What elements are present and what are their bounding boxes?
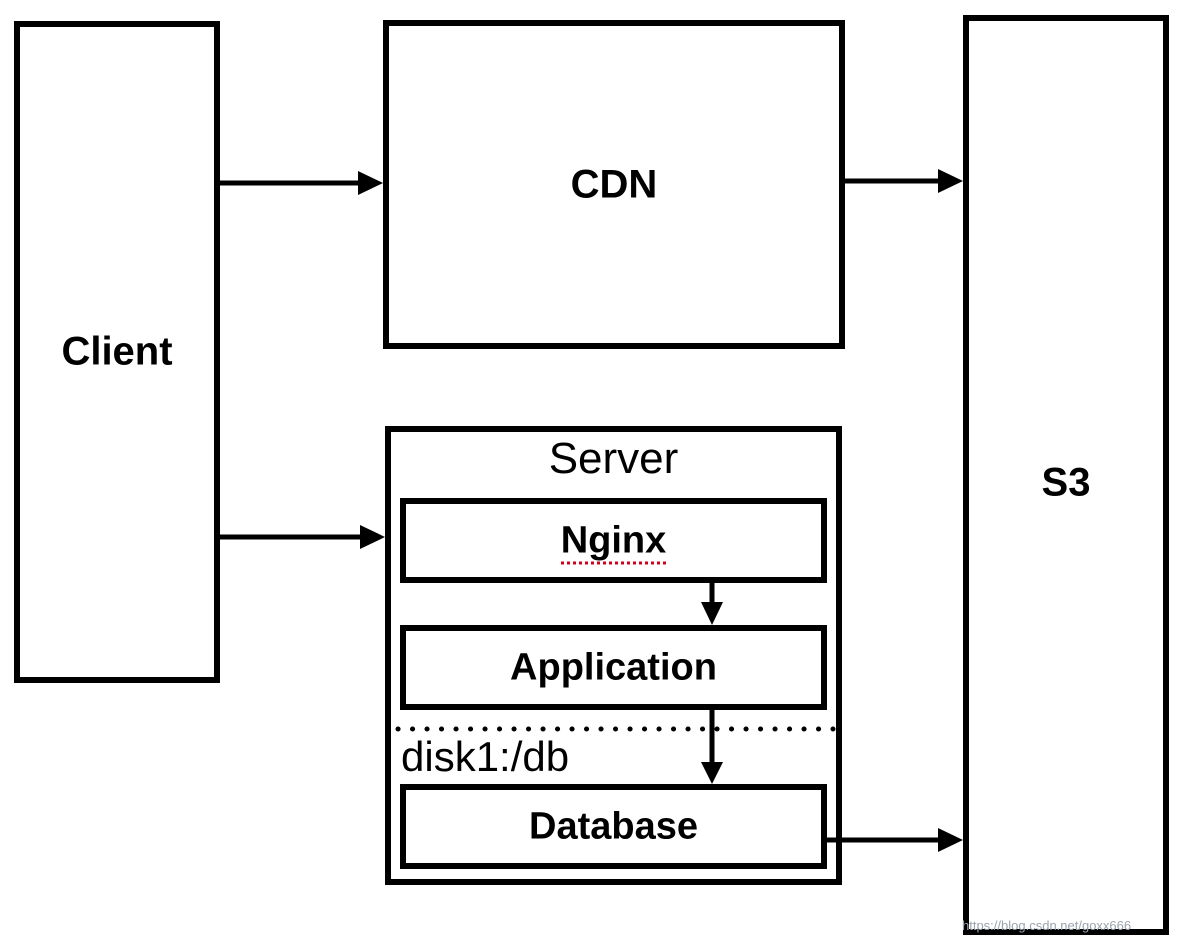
cdn-box: CDN bbox=[383, 20, 845, 349]
client-label: Client bbox=[61, 329, 173, 374]
s3-label: S3 bbox=[1041, 460, 1091, 505]
arrowhead-icon bbox=[360, 525, 385, 549]
nginx-label-wrap: Nginx bbox=[406, 519, 821, 564]
application-label: Application bbox=[510, 646, 717, 688]
arrowhead-icon bbox=[938, 828, 963, 852]
client-box: Client bbox=[14, 21, 220, 683]
nginx-label: Nginx bbox=[560, 519, 667, 564]
edge-cdn-s3 bbox=[845, 169, 963, 193]
arrowhead-icon bbox=[938, 169, 963, 193]
edge-database-s3 bbox=[827, 828, 963, 852]
database-box: Database bbox=[400, 784, 827, 869]
arrowhead-icon bbox=[358, 171, 383, 195]
disk-mount-label: disk1:/db bbox=[401, 733, 570, 780]
edge-client-server bbox=[220, 525, 385, 549]
arrowhead-icon bbox=[701, 602, 723, 625]
watermark: https://blog.csdn.net/goxx666 bbox=[962, 918, 1132, 933]
s3-box: S3 bbox=[963, 15, 1169, 935]
server-title: Server bbox=[548, 434, 679, 483]
cdn-label: CDN bbox=[570, 162, 658, 206]
edge-client-cdn bbox=[220, 171, 383, 195]
edge-nginx-application bbox=[701, 583, 723, 625]
nginx-box: Nginx bbox=[400, 498, 827, 583]
database-label: Database bbox=[529, 805, 698, 847]
arrowhead-icon bbox=[701, 762, 723, 784]
edge-application-database bbox=[701, 710, 723, 784]
application-box: Application bbox=[400, 625, 827, 710]
